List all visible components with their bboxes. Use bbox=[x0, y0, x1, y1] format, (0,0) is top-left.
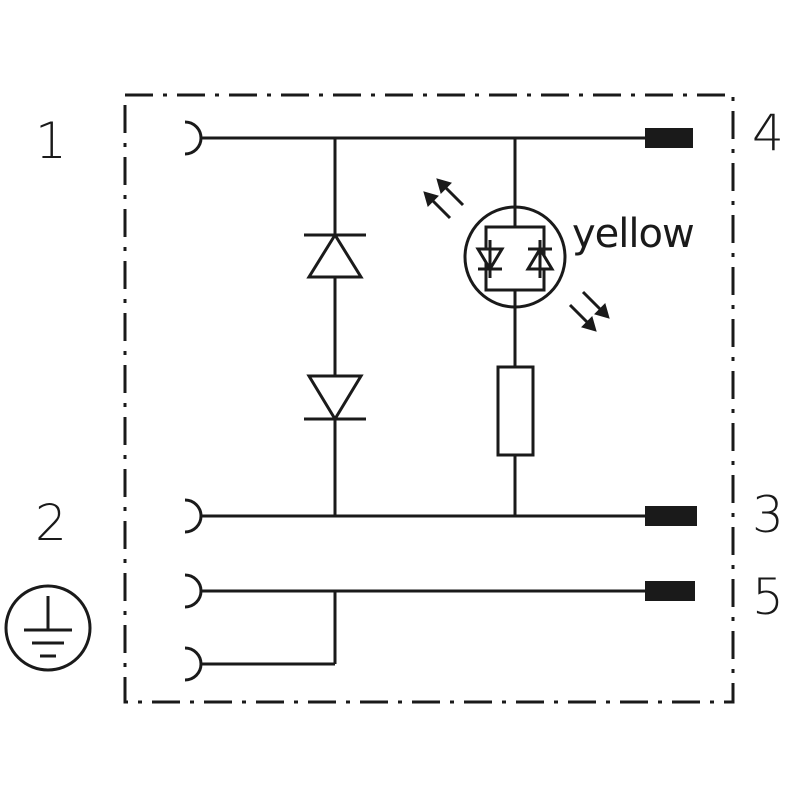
light-arrows-in-icon bbox=[570, 292, 609, 331]
led-color-label: yellow bbox=[572, 211, 695, 257]
led-icon bbox=[465, 207, 565, 307]
protective-earth-icon bbox=[6, 586, 90, 670]
socket-contact-1 bbox=[185, 122, 201, 154]
pin-label-5: 5 bbox=[752, 568, 784, 626]
socket-contact-2 bbox=[185, 500, 201, 532]
socket-contact-pe-1 bbox=[185, 575, 201, 607]
pin-label-1: 1 bbox=[35, 112, 67, 170]
plug-pin-5 bbox=[645, 581, 695, 601]
diode-lower-icon bbox=[304, 376, 366, 419]
plug-pin-3 bbox=[645, 506, 697, 526]
light-arrows-out-icon bbox=[424, 179, 463, 218]
housing-outline bbox=[125, 95, 733, 702]
pin-label-2: 2 bbox=[35, 494, 67, 552]
pin-label-3: 3 bbox=[752, 486, 784, 544]
pin-label-4: 4 bbox=[752, 104, 784, 162]
plug-pin-4 bbox=[645, 128, 693, 148]
socket-contact-pe-2 bbox=[185, 648, 201, 680]
diode-upper-icon bbox=[304, 235, 366, 277]
resistor-icon bbox=[498, 367, 533, 455]
